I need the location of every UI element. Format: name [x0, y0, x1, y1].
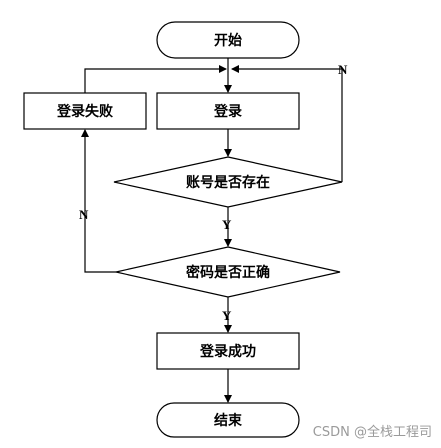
edge-password-no [81, 129, 116, 273]
edge-account-no [231, 65, 343, 182]
login-label: 登录 [213, 103, 242, 120]
account-yes-label: Y [222, 217, 232, 232]
end-label: 结束 [214, 412, 243, 429]
login-success-label: 登录成功 [199, 343, 256, 360]
start-label: 开始 [214, 32, 242, 49]
login-fail-label: 登录失败 [56, 103, 114, 120]
login-node [156, 92, 300, 130]
end-node [156, 402, 300, 438]
password-yes-label: Y [222, 308, 232, 323]
watermark: CSDN @全栈工程司 [313, 424, 432, 440]
password-no-label: N [79, 207, 89, 222]
account-exists-label: 账号是否存在 [186, 174, 270, 191]
account-no-label: N [338, 62, 348, 77]
password-correct-label: 密码是否正确 [185, 264, 270, 281]
edge-fail-to-login [84, 65, 227, 93]
